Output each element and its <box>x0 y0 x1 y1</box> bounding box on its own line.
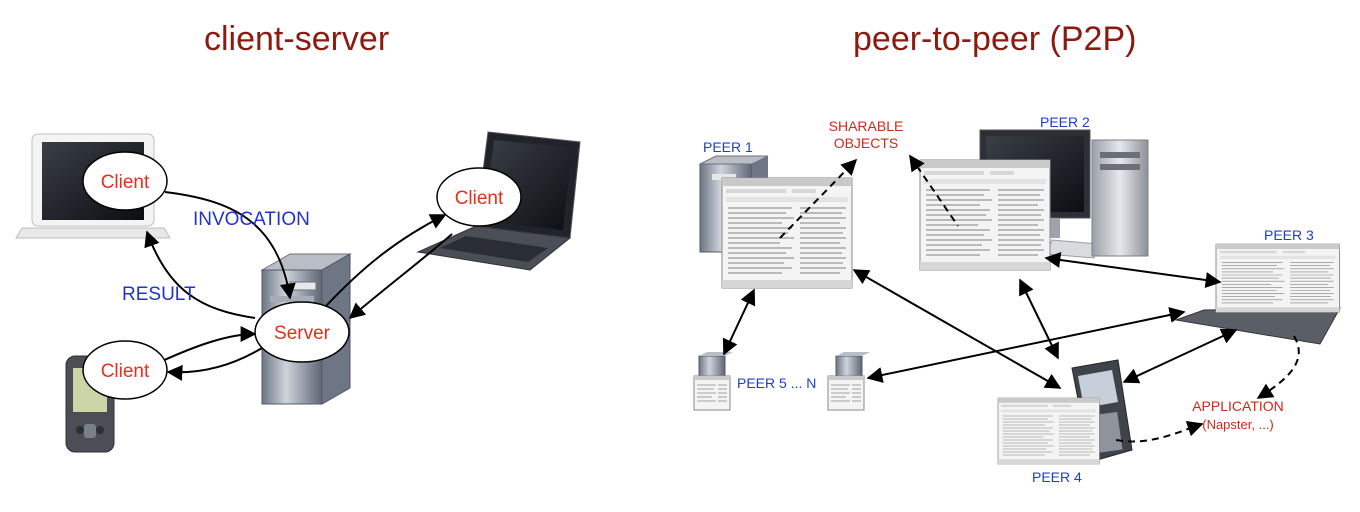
peer-3-label: PEER 3 <box>1264 227 1314 243</box>
peer-5-n-label: PEER 5 ... N <box>737 375 816 391</box>
peer-4-label: PEER 4 <box>1032 469 1082 485</box>
server-label: Server <box>274 323 331 344</box>
client-label: Client <box>101 361 150 382</box>
server-node: Server <box>254 301 350 363</box>
window-screenshot-icon <box>1215 243 1340 313</box>
peer-1-label: PEER 1 <box>703 139 753 155</box>
application-examples-label: (Napster, ...) <box>1202 417 1274 432</box>
window-screenshot-icon <box>827 375 865 411</box>
client-label: Client <box>455 188 504 209</box>
client-node: Client <box>82 340 168 400</box>
objects-label: OBJECTS <box>834 135 899 151</box>
invocation-label: INVOCATION <box>193 209 310 230</box>
client-label: Client <box>101 172 150 193</box>
window-screenshot-icon <box>693 375 731 411</box>
laptop-icon <box>1174 307 1341 345</box>
client-node: Client <box>436 167 522 227</box>
p2p-title: peer-to-peer (P2P) <box>853 20 1137 58</box>
application-label: APPLICATION <box>1192 398 1284 414</box>
client-node: Client <box>82 151 168 211</box>
window-screenshot-icon <box>919 159 1051 271</box>
result-label: RESULT <box>122 284 196 305</box>
window-screenshot-icon <box>997 397 1100 465</box>
window-screenshot-icon <box>721 177 853 289</box>
sharable-label: SHARABLE <box>829 118 904 134</box>
client-server-title: client-server <box>204 20 390 58</box>
laptop-icon <box>416 131 581 271</box>
peer-2-label: PEER 2 <box>1040 114 1090 130</box>
